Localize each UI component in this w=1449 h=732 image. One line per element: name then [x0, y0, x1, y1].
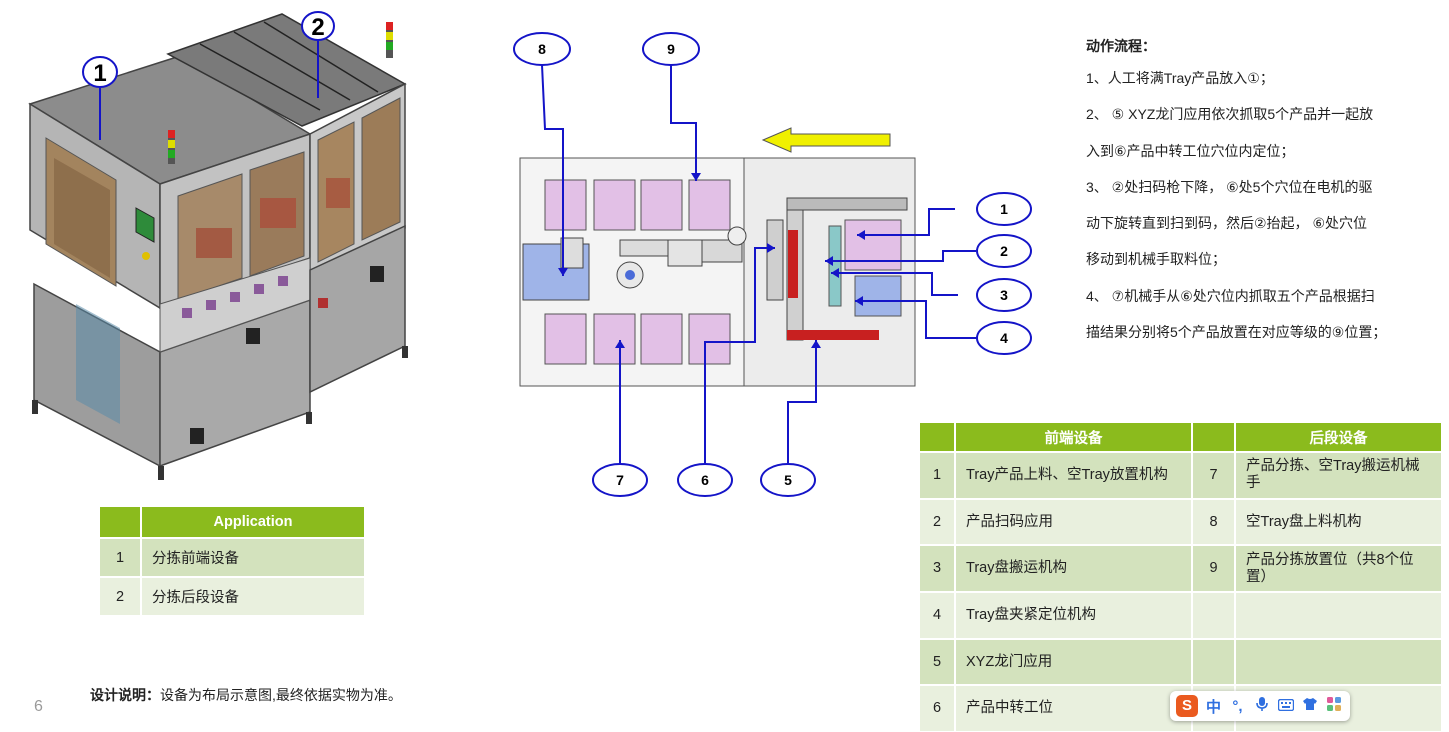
table-cell: 产品扫码应用: [955, 498, 1193, 547]
svg-text:2: 2: [311, 14, 324, 41]
table-cell: 6: [920, 685, 956, 732]
svg-text:6: 6: [701, 472, 709, 488]
table-row: 2 分拣后段设备: [100, 577, 366, 617]
emergency-stop: [142, 252, 150, 260]
table-cell: 3: [920, 545, 956, 594]
svg-text:5: 5: [784, 472, 792, 488]
process-line: 移动到机械手取料位；: [1086, 251, 1226, 268]
layout-callout-8: 8: [513, 32, 571, 66]
process-description: 动作流程： 1、人工将满Tray产品放入①； 2、 ⑤ XYZ龙门应用依次抓取5…: [1086, 36, 1426, 350]
table-cell: [1235, 592, 1443, 640]
table-cell: 分拣前端设备: [141, 538, 366, 578]
table-header-cell: [920, 423, 956, 453]
table-header-cell: [1192, 423, 1236, 453]
layout-callout-4: 4: [976, 321, 1032, 355]
ime-punctuation-toggle[interactable]: °,: [1232, 697, 1243, 715]
table-cell: 4: [920, 592, 956, 640]
layout-callout-6: 6: [677, 463, 733, 497]
table-header-cell: Application: [141, 507, 366, 539]
table-header-row: Application: [100, 507, 366, 539]
table-cell: [1235, 638, 1443, 687]
layout-callout-1: 1: [976, 192, 1032, 226]
table-cell: XYZ龙门应用: [955, 638, 1193, 687]
layout-callout-3: 3: [976, 278, 1032, 312]
svg-text:4: 4: [1000, 330, 1008, 346]
transfer-station: [766, 219, 784, 301]
callout-2: 2: [301, 11, 335, 98]
svg-text:1: 1: [93, 60, 106, 87]
table-header-cell: 后段设备: [1235, 423, 1443, 453]
process-line: 描结果分别将5个产品放置在对应等级的⑨位置；: [1086, 324, 1387, 341]
skin-shirt-icon[interactable]: [1301, 697, 1318, 715]
table-cell: 产品分拣、空Tray搬运机械手: [1235, 452, 1443, 500]
ime-logo-icon[interactable]: S: [1176, 695, 1198, 717]
tray-clamp-position: [854, 275, 902, 317]
layout-callout-9: 9: [642, 32, 700, 66]
table-cell: 1: [920, 452, 956, 500]
microphone-icon[interactable]: [1253, 696, 1270, 716]
table-cell: 空Tray盘上料机构: [1235, 498, 1443, 547]
table-row: 1 分拣前端设备: [100, 538, 366, 578]
table-header-cell: 前端设备: [955, 423, 1193, 453]
robot-arm: [616, 226, 747, 289]
process-line: 3、 ②处扫码枪下降， ⑥处5个穴位在电机的驱: [1086, 178, 1373, 195]
ime-toolbar[interactable]: S 中 °,: [1170, 691, 1350, 721]
table-row: 1 Tray产品上料、空Tray放置机构 7 产品分拣、空Tray搬运机械手: [920, 452, 1443, 500]
table-cell: [1192, 638, 1236, 687]
svg-text:3: 3: [1000, 287, 1008, 303]
equipment-parts-table: 前端设备 后段设备 1 Tray产品上料、空Tray放置机构 7 产品分拣、空T…: [920, 423, 1443, 732]
keyboard-icon[interactable]: [1277, 698, 1294, 715]
table-row: 2 产品扫码应用 8 空Tray盘上料机构: [920, 498, 1443, 547]
svg-text:2: 2: [1000, 243, 1008, 259]
table-cell: 1: [100, 538, 142, 578]
table-header-cell: [100, 507, 142, 539]
process-line: 4、 ⑦机械手从⑥处穴位内抓取五个产品根据扫: [1086, 287, 1375, 304]
process-line: 动下旋转直到扫到码，然后②抬起， ⑥处穴位: [1086, 215, 1367, 232]
sort-slots-top: [544, 179, 731, 231]
ime-language-toggle[interactable]: 中: [1205, 698, 1221, 716]
sort-slots-bottom: [544, 313, 731, 365]
table-cell: 8: [1192, 498, 1236, 547]
page-number: 6: [34, 698, 43, 715]
table-cell: 分拣后段设备: [141, 577, 366, 617]
layout-diagram: 8 9 1 2 3 4 7 6: [513, 32, 1032, 497]
process-title: 动作流程：: [1086, 38, 1156, 54]
toolbox-grid-icon[interactable]: [1325, 697, 1342, 715]
table-cell: 2: [100, 577, 142, 617]
design-note-label: 设计说明：: [90, 687, 160, 703]
application-table: Application 1 分拣前端设备 2 分拣后段设备: [100, 507, 366, 617]
tray-loading-position: [844, 219, 902, 271]
table-cell: 产品分拣放置位（共8个位置）: [1235, 545, 1443, 594]
svg-text:7: 7: [616, 472, 624, 488]
table-cell: 5: [920, 638, 956, 687]
equipment-illustration: 1 2: [28, 11, 408, 480]
svg-text:1: 1: [1000, 201, 1008, 217]
touch-screen: [135, 207, 155, 243]
svg-text:9: 9: [667, 41, 675, 57]
layout-callout-2: 2: [976, 234, 1032, 268]
layout-callout-7: 7: [592, 463, 648, 497]
table-cell: [1192, 592, 1236, 640]
svg-text:8: 8: [538, 41, 546, 57]
layout-callout-5: 5: [760, 463, 816, 497]
table-row: 3 Tray盘搬运机构 9 产品分拣放置位（共8个位置）: [920, 545, 1443, 594]
design-note: 设计说明：设备为布局示意图,最终依据实物为准。: [90, 685, 402, 705]
table-cell: 产品中转工位: [955, 685, 1193, 732]
process-line: 1、人工将满Tray产品放入①；: [1086, 70, 1274, 86]
table-cell: Tray盘搬运机构: [955, 545, 1193, 594]
table-cell: 9: [1192, 545, 1236, 594]
table-cell: 2: [920, 498, 956, 547]
process-line: 2、 ⑤ XYZ龙门应用依次抓取5个产品并一起放: [1086, 106, 1374, 123]
table-cell: Tray盘夹紧定位机构: [955, 592, 1193, 640]
table-row: 5 XYZ龙门应用: [920, 638, 1443, 687]
table-row: 4 Tray盘夹紧定位机构: [920, 592, 1443, 640]
process-line: 入到⑥产品中转工位穴位内定位；: [1086, 142, 1295, 159]
table-header-row: 前端设备 后段设备: [920, 423, 1443, 453]
table-cell: 7: [1192, 452, 1236, 500]
callout-1: 1: [82, 56, 118, 140]
table-cell: Tray产品上料、空Tray放置机构: [955, 452, 1193, 500]
design-note-text: 设备为布局示意图,最终依据实物为准。: [160, 687, 402, 703]
flow-direction-arrow: [761, 127, 891, 153]
